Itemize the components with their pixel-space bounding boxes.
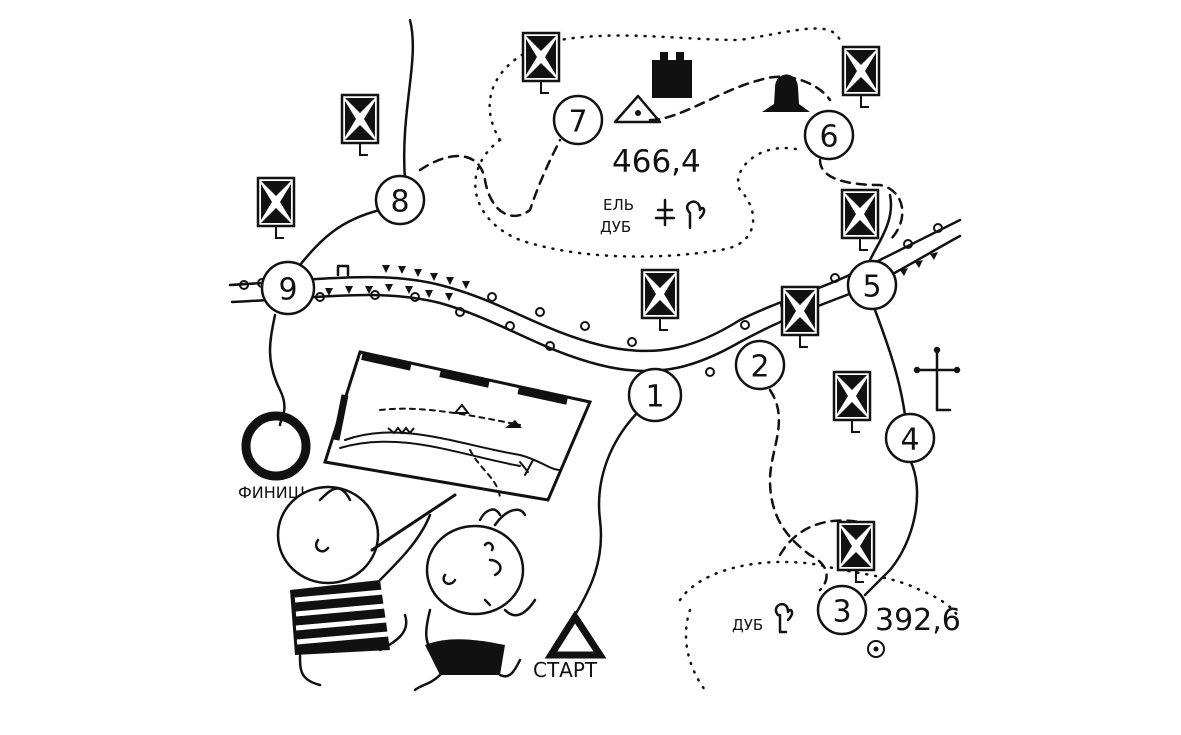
checkpoint-9: 9 [260, 260, 316, 316]
tree-label-spruce: ЕЛЬ [603, 196, 634, 214]
checkpoint-3: 3 [816, 584, 868, 636]
tower-icon [652, 52, 692, 98]
svg-text:8: 8 [390, 185, 409, 220]
checkpoint-4: 4 [884, 412, 936, 464]
svg-text:5: 5 [862, 270, 881, 305]
triangulation-point-icon [613, 94, 662, 124]
finish-marker: ФИНИШ [238, 411, 311, 502]
dotted-forest-boundaries [474, 27, 962, 692]
height-label-bottom: 392,6 [875, 603, 961, 638]
small-tree-icons [654, 198, 794, 634]
tree-label-oak: ДУБ [600, 218, 631, 236]
height-label-top: 466,4 [612, 144, 701, 180]
svg-text:4: 4 [900, 423, 919, 458]
cross-icon [913, 346, 961, 412]
checkpoint-6: 6 [803, 109, 855, 161]
dashed-trails [418, 75, 904, 592]
spot-height-marker [867, 640, 885, 658]
finish-label: ФИНИШ [238, 483, 305, 502]
svg-text:3: 3 [832, 595, 851, 630]
svg-text:6: 6 [819, 120, 838, 155]
svg-text:9: 9 [278, 273, 297, 308]
svg-text:7: 7 [568, 105, 587, 140]
checkpoint-7: 7 [552, 94, 604, 146]
checkpoint-8: 8 [374, 174, 426, 226]
start-label: СТАРТ [533, 658, 598, 682]
svg-text:1: 1 [645, 380, 664, 415]
checkpoint-2: 2 [734, 339, 786, 391]
tree-label-oak-bottom: ДУБ [732, 616, 763, 634]
svg-text:2: 2 [750, 350, 769, 385]
hill-icon [762, 74, 810, 112]
start-marker: СТАРТ [533, 610, 607, 682]
kids-holding-map-illustration [276, 350, 593, 692]
checkpoint-1: 1 [627, 367, 683, 423]
checkpoint-5: 5 [846, 259, 898, 311]
